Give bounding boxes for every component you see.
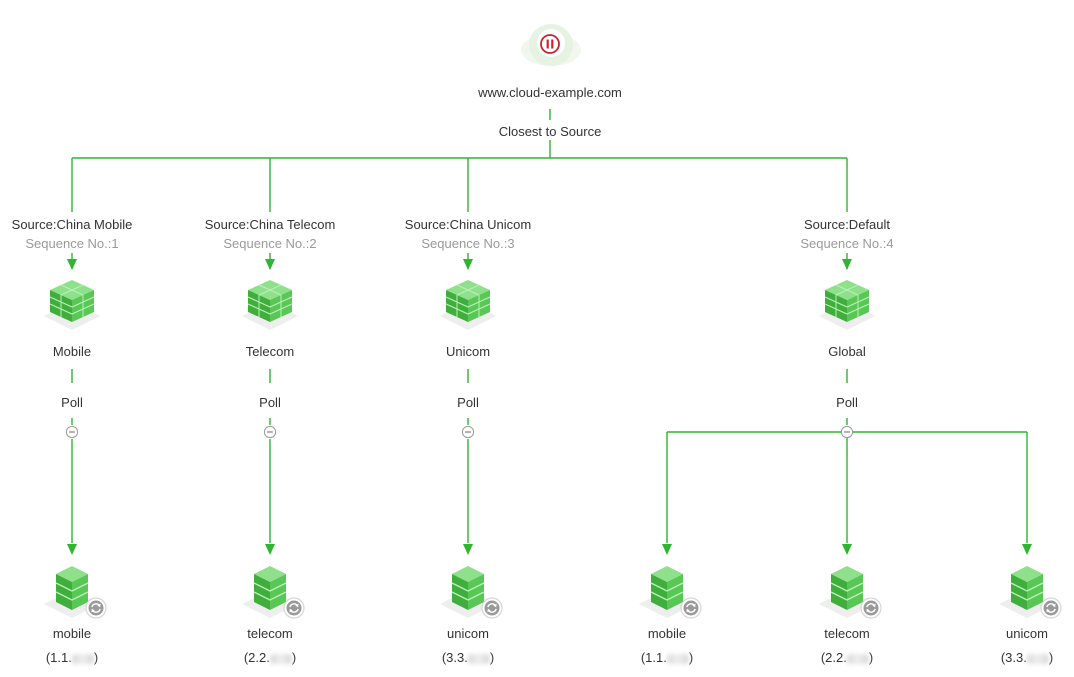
root-node[interactable] bbox=[520, 14, 582, 76]
server-icon[interactable] bbox=[633, 560, 709, 627]
pool-name: Global bbox=[828, 344, 866, 359]
target-address: (1.1.) bbox=[641, 650, 693, 666]
mode-label: Poll bbox=[259, 395, 281, 410]
arrow-head bbox=[1022, 544, 1032, 555]
address-prefix: (1.1. bbox=[45, 650, 72, 665]
target-name: mobile bbox=[647, 626, 687, 641]
target-address: (2.2.) bbox=[821, 650, 873, 666]
pause-icon bbox=[521, 24, 581, 66]
refresh-icon bbox=[680, 597, 702, 619]
server-cluster-icon[interactable] bbox=[434, 276, 502, 343]
refresh-icon bbox=[860, 597, 882, 619]
address-suffix: ) bbox=[1048, 650, 1054, 665]
server-icon[interactable] bbox=[993, 560, 1069, 627]
server-icon[interactable] bbox=[38, 560, 114, 627]
collapse-icon[interactable] bbox=[461, 425, 475, 444]
sequence-label: Sequence No.:3 bbox=[421, 236, 515, 251]
target-address: (3.3.) bbox=[1001, 650, 1053, 666]
server-icon[interactable] bbox=[236, 560, 312, 627]
server-cluster-icon[interactable] bbox=[236, 276, 304, 343]
address-suffix: ) bbox=[688, 650, 694, 665]
address-prefix: (3.3. bbox=[441, 650, 468, 665]
target-address: (2.2.) bbox=[244, 650, 296, 666]
source-label: Source:China Mobile bbox=[11, 217, 133, 232]
arrow-head bbox=[662, 544, 672, 555]
pool-name: Telecom bbox=[245, 344, 295, 359]
refresh-icon bbox=[283, 597, 305, 619]
sequence-label: Sequence No.:2 bbox=[223, 236, 317, 251]
collapse-icon[interactable] bbox=[840, 425, 854, 444]
masked-address bbox=[666, 653, 689, 664]
address-prefix: (2.2. bbox=[820, 650, 847, 665]
target-name: telecom bbox=[824, 626, 870, 641]
server-cluster-icon[interactable] bbox=[813, 276, 881, 343]
collapse-icon[interactable] bbox=[263, 425, 277, 444]
address-prefix: (2.2. bbox=[243, 650, 270, 665]
address-suffix: ) bbox=[489, 650, 495, 665]
server-icon[interactable] bbox=[813, 560, 889, 627]
collapse-icon[interactable] bbox=[65, 425, 79, 444]
server-icon[interactable] bbox=[434, 560, 510, 627]
arrow-head bbox=[265, 544, 275, 555]
mode-label: Poll bbox=[61, 395, 83, 410]
source-label: Source:China Telecom bbox=[204, 217, 336, 232]
root-domain: www.cloud-example.com bbox=[478, 85, 622, 100]
mode-label: Poll bbox=[457, 395, 479, 410]
masked-address bbox=[1026, 653, 1049, 664]
refresh-icon bbox=[481, 597, 503, 619]
sequence-label: Sequence No.:1 bbox=[25, 236, 119, 251]
arrow-head bbox=[67, 544, 77, 555]
target-name: unicom bbox=[447, 626, 489, 641]
mode-label: Poll bbox=[836, 395, 858, 410]
pool-name: Mobile bbox=[52, 344, 92, 359]
target-address: (3.3.) bbox=[442, 650, 494, 666]
address-suffix: ) bbox=[93, 650, 99, 665]
arrow-head bbox=[842, 259, 852, 270]
address-prefix: (3.3. bbox=[1000, 650, 1027, 665]
refresh-icon bbox=[1040, 597, 1062, 619]
address-prefix: (1.1. bbox=[640, 650, 667, 665]
masked-address bbox=[467, 653, 490, 664]
masked-address bbox=[269, 653, 292, 664]
masked-address bbox=[846, 653, 869, 664]
pool-name: Unicom bbox=[445, 344, 491, 359]
source-label: Source:Default bbox=[804, 217, 890, 232]
arrow-head bbox=[67, 259, 77, 270]
arrow-head bbox=[265, 259, 275, 270]
refresh-icon bbox=[85, 597, 107, 619]
target-name: mobile bbox=[52, 626, 92, 641]
target-name: telecom bbox=[247, 626, 293, 641]
arrow-head bbox=[842, 544, 852, 555]
address-suffix: ) bbox=[291, 650, 297, 665]
source-label: Source:China Unicom bbox=[404, 217, 532, 232]
target-address: (1.1.) bbox=[46, 650, 98, 666]
server-cluster-icon[interactable] bbox=[38, 276, 106, 343]
address-suffix: ) bbox=[868, 650, 874, 665]
arrow-head bbox=[463, 544, 473, 555]
routing-policy-label: Closest to Source bbox=[498, 124, 602, 139]
masked-address bbox=[71, 653, 94, 664]
target-name: unicom bbox=[1006, 626, 1048, 641]
sequence-label: Sequence No.:4 bbox=[800, 236, 894, 251]
arrow-head bbox=[463, 259, 473, 270]
